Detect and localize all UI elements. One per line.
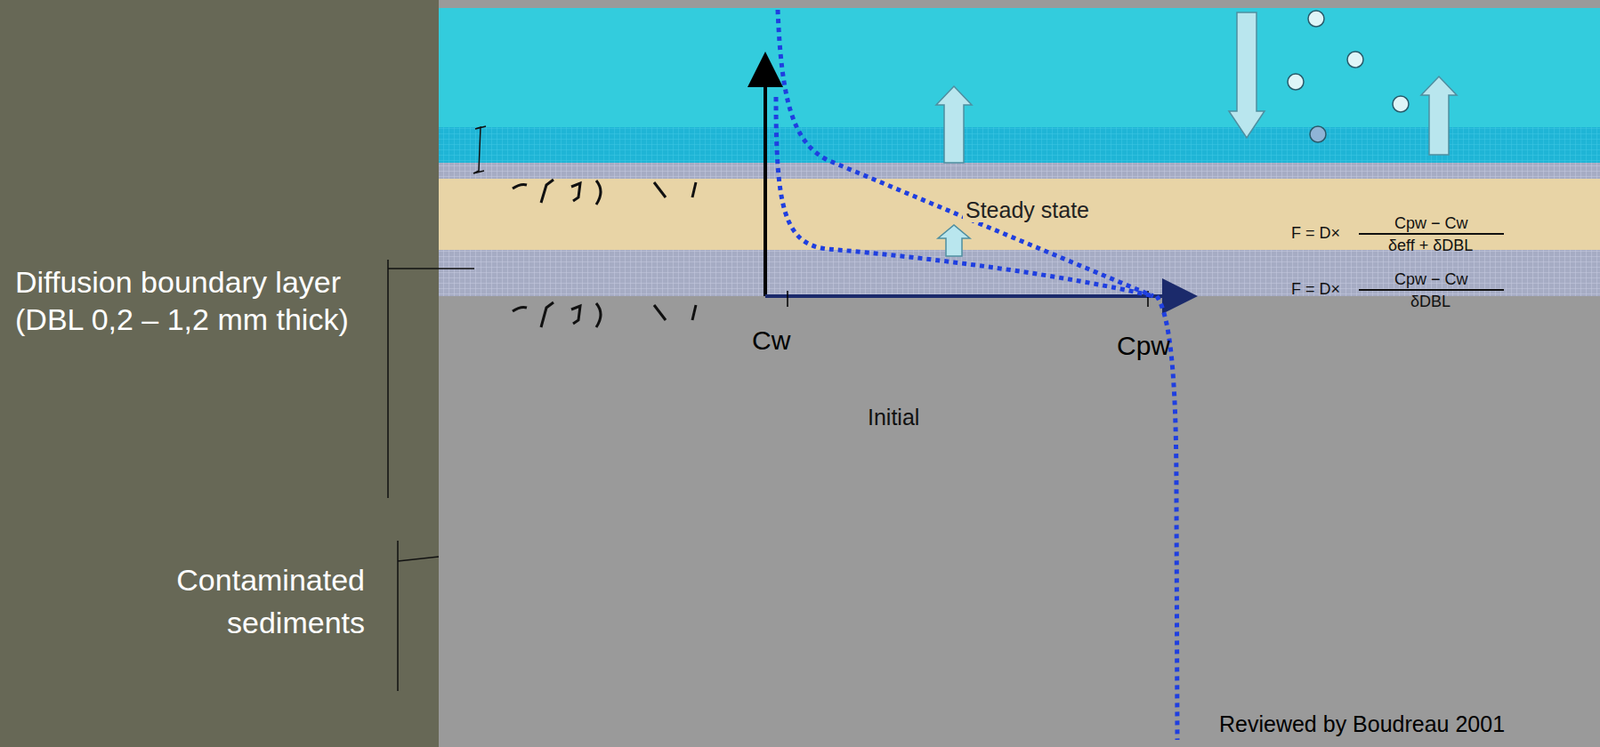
bracket [397, 541, 439, 692]
boundary-band [438, 162, 1600, 179]
sediment-label: Contaminated sediments [97, 558, 365, 645]
concentration-axis [765, 294, 1180, 299]
axis-tick [787, 290, 1148, 308]
bracket [473, 126, 486, 174]
dbl-label: Diffusion boundary layer (DBL 0,2 – 1,2 … [15, 263, 372, 339]
sediment-ground [438, 0, 1600, 747]
flux-arrow [936, 12, 1457, 257]
fraction-bar [1358, 233, 1504, 235]
concentration-profile [775, 9, 1178, 741]
axis-label: Cpw [1116, 331, 1171, 362]
formula-part: Cpw − Cw [1394, 213, 1469, 234]
formula-part: δDBL [1410, 291, 1451, 312]
depth-axis [763, 69, 768, 297]
formula-part: Cpw − Cw [1394, 269, 1469, 290]
sediment-particles [512, 179, 696, 328]
bracket [387, 259, 475, 499]
water [438, 8, 1600, 128]
axis-label: Cw [751, 325, 791, 356]
sediment [438, 296, 1600, 747]
citation: Reviewed by Boudreau 2001 [1219, 711, 1505, 737]
formula-part: F = D× [1291, 279, 1341, 299]
fraction-bar [1358, 289, 1504, 291]
water-band [438, 127, 1600, 163]
state-label: Steady state [962, 197, 1092, 223]
dbl-band [438, 250, 1600, 297]
particle [1287, 10, 1409, 143]
state-label: Initial [867, 404, 920, 430]
formula-part: δeff + δDBL [1388, 235, 1473, 256]
formula-part: F = D× [1291, 223, 1341, 243]
